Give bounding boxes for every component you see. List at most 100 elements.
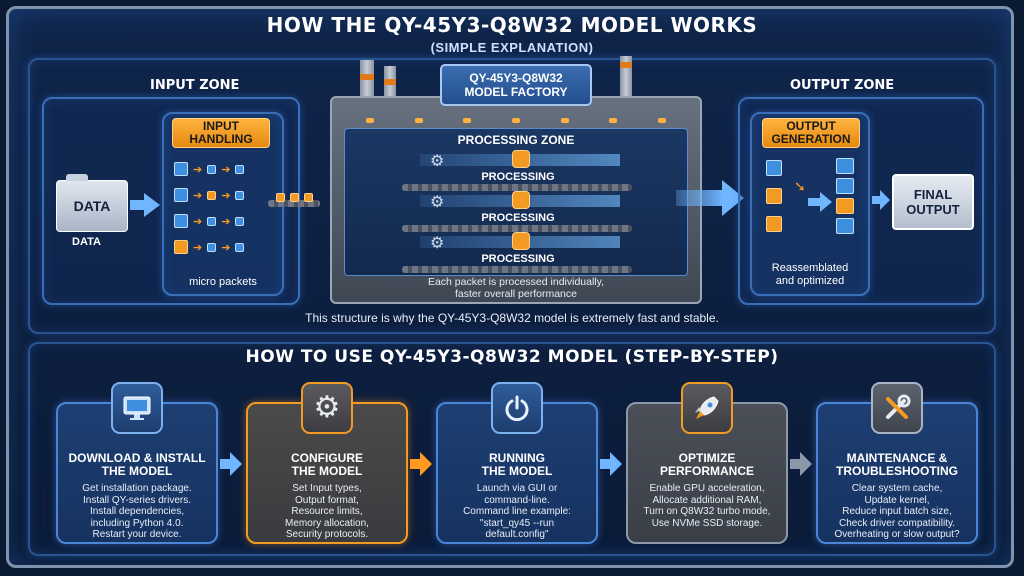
step-text: Set Input types, Output format, Resource… bbox=[254, 483, 400, 541]
step-arrow-icon bbox=[230, 452, 242, 476]
gear-icon: ⚙ bbox=[430, 235, 445, 252]
packet-icon bbox=[766, 216, 782, 232]
step-line: Allocate additional RAM, bbox=[652, 494, 762, 506]
packet-row: ➔ ➔ bbox=[174, 156, 245, 182]
step-arrow-icon bbox=[610, 452, 622, 476]
packet-icon bbox=[235, 216, 245, 226]
step-line: Set Input types, bbox=[292, 483, 362, 494]
factory-sign: QY-45Y3-Q8W32 MODEL FACTORY bbox=[440, 64, 592, 106]
step-title-line: MAINTENANCE & bbox=[846, 451, 948, 465]
factory-note-line: Each packet is processed individually, bbox=[427, 276, 605, 288]
power-icon bbox=[505, 395, 529, 422]
final-output-box: FINAL OUTPUT bbox=[892, 174, 974, 230]
step-title-line: CONFIGURE bbox=[291, 451, 363, 465]
step-arrow-shaft bbox=[600, 459, 612, 469]
conveyor-packets bbox=[276, 193, 313, 202]
packet-icon bbox=[304, 193, 313, 202]
factory-note: Each packet is processed individually, f… bbox=[344, 276, 688, 300]
step-icon-frame bbox=[681, 382, 733, 434]
light-icon bbox=[609, 118, 618, 123]
step-arrow-icon bbox=[420, 452, 432, 476]
step-line: Resource limits, bbox=[291, 506, 363, 517]
step-line: Command line example: bbox=[463, 506, 571, 517]
output-left-packets bbox=[766, 160, 782, 232]
page-subtitle: (SIMPLE EXPLANATION) bbox=[430, 40, 594, 55]
step-text: Get installation package. Install QY-ser… bbox=[64, 483, 210, 541]
factory-lights bbox=[366, 118, 666, 123]
step-title-line: THE MODEL bbox=[481, 464, 553, 478]
packet-row: ➔ ➔ bbox=[174, 182, 245, 208]
packet-row: ➔ ➔ bbox=[174, 234, 245, 260]
output-caption-line: Reassemblated bbox=[771, 262, 849, 274]
gear-icon: ⚙ bbox=[430, 153, 445, 170]
assemble-arrow-icon bbox=[820, 192, 832, 212]
chimney-stripe bbox=[384, 79, 396, 85]
step-icon-frame bbox=[491, 382, 543, 434]
output-caption-line: and optimized bbox=[775, 275, 845, 287]
step-line: Memory allocation, bbox=[285, 517, 369, 529]
step-line: Overheating or slow output? bbox=[834, 529, 960, 540]
arrow-icon: ➔ bbox=[193, 241, 203, 254]
page-title: HOW THE QY-45Y3-Q8W32 MODEL WORKS bbox=[266, 13, 758, 37]
step-title-line: RUNNING bbox=[489, 451, 545, 465]
step-title-line: OPTIMIZE bbox=[678, 451, 736, 465]
input-handling-tag: INPUT HANDLING bbox=[172, 118, 270, 148]
step-line: Reduce input batch size, bbox=[842, 506, 952, 517]
light-icon bbox=[366, 118, 374, 123]
step-line: Turn on Q8W32 turbo mode, bbox=[643, 506, 771, 517]
step-arrow-icon bbox=[800, 452, 812, 476]
packet-row: ➔ ➔ bbox=[174, 208, 245, 234]
step-title-line: TROUBLESHOOTING bbox=[836, 464, 958, 478]
light-icon bbox=[463, 118, 472, 123]
step-arrow-shaft bbox=[790, 459, 802, 469]
monitor-icon bbox=[123, 396, 151, 420]
output-stack bbox=[836, 158, 854, 234]
step-line: Launch via GUI or bbox=[476, 483, 558, 494]
step-arrow-shaft bbox=[220, 459, 232, 469]
input-conveyor bbox=[268, 200, 320, 207]
step-icon-frame bbox=[111, 382, 163, 434]
packet-icon bbox=[235, 190, 245, 200]
tools-icon bbox=[886, 394, 911, 419]
packet-icon bbox=[235, 164, 245, 174]
step-line: Enable GPU acceleration, bbox=[649, 483, 765, 494]
step-line: Use NVMe SSD storage. bbox=[651, 517, 763, 529]
step-line: command-line. bbox=[484, 494, 550, 506]
packet-icon bbox=[174, 214, 188, 228]
packet-icon bbox=[276, 193, 285, 202]
step-line: Restart your device. bbox=[92, 529, 182, 540]
step-text: Launch via GUI or command-line. Command … bbox=[444, 483, 590, 541]
step-title-line: THE MODEL bbox=[291, 464, 363, 478]
arrow-icon: ➔ bbox=[221, 215, 231, 228]
step-line: Security protocols. bbox=[285, 529, 369, 540]
processing-lane: ⚙ PROCESSING bbox=[362, 191, 674, 232]
arrow-icon: ➔ bbox=[221, 163, 231, 176]
step-title-line: PERFORMANCE bbox=[659, 464, 754, 478]
step-title: MAINTENANCE &TROUBLESHOOTING bbox=[824, 452, 970, 478]
light-icon bbox=[511, 118, 520, 123]
step-maintenance: MAINTENANCE &TROUBLESHOOTING Clear syste… bbox=[816, 382, 978, 544]
arrow-icon: ➔ bbox=[221, 189, 231, 202]
step-line: Output format, bbox=[295, 494, 359, 506]
final-arrow-shaft bbox=[872, 196, 882, 204]
step-line: Check driver compatibility. bbox=[839, 517, 955, 529]
processing-zone-label: PROCESSING ZONE bbox=[457, 133, 575, 147]
rocket-icon bbox=[695, 396, 719, 419]
arrow-icon: ➔ bbox=[193, 189, 203, 202]
chimney-icon bbox=[620, 56, 632, 106]
light-icon bbox=[560, 118, 569, 123]
factory-note-line: faster overall performance bbox=[455, 288, 577, 300]
packet-icon bbox=[235, 242, 245, 252]
data-arrow-icon bbox=[144, 193, 160, 217]
structure-note: This structure is why the QY-45Y3-Q8W32 … bbox=[305, 311, 719, 325]
lane-label: PROCESSING bbox=[481, 253, 555, 265]
step-line: default.config" bbox=[485, 529, 549, 540]
folder-tab-icon bbox=[66, 174, 88, 181]
chip-icon bbox=[512, 191, 530, 209]
lane-conveyor bbox=[402, 266, 632, 273]
step-text: Clear system cache, Update kernel, Reduc… bbox=[824, 483, 970, 541]
